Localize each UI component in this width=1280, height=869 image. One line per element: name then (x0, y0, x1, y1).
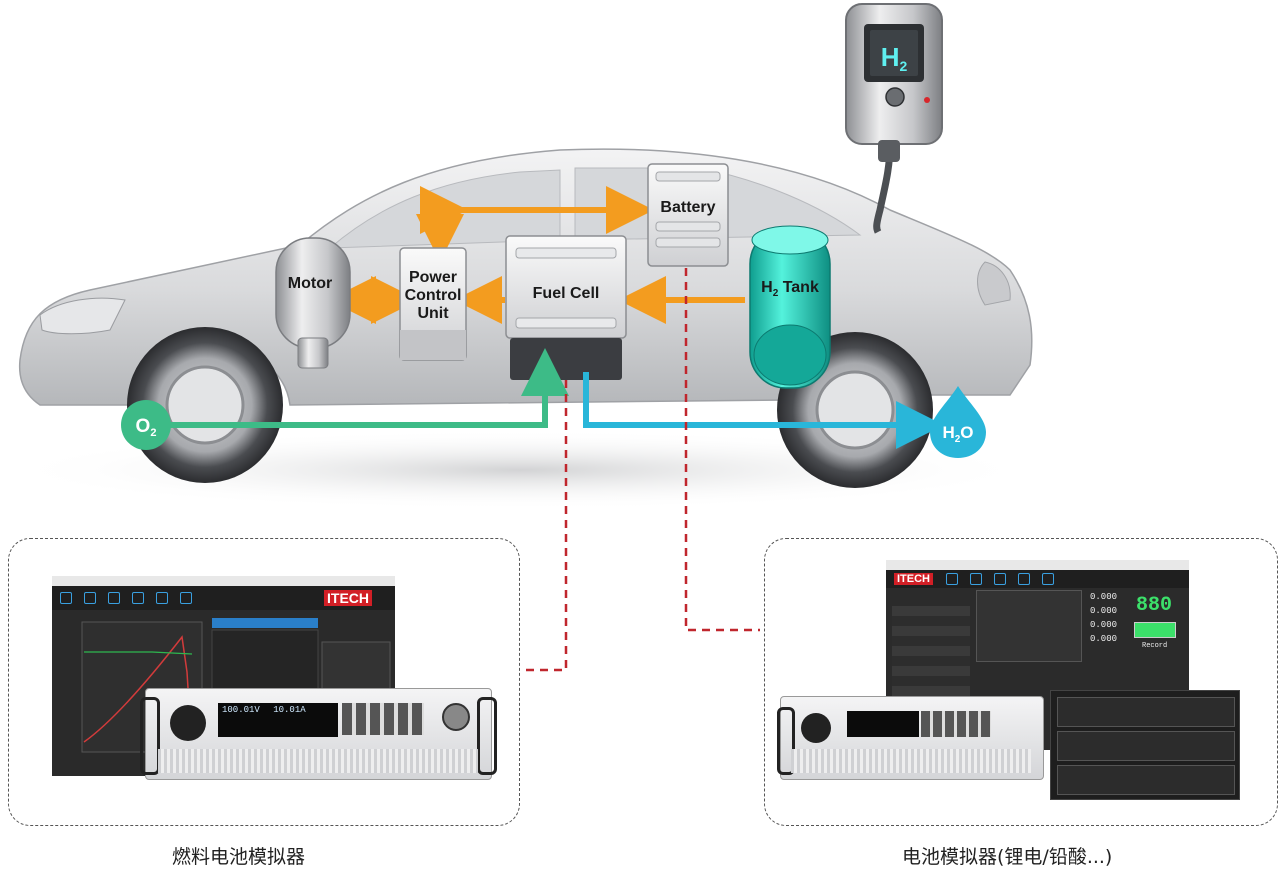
instrument-handle-left (140, 697, 160, 775)
battery-component (647, 163, 729, 267)
pcu-component (399, 247, 467, 361)
power-switch (170, 705, 206, 741)
instrument-display (847, 711, 919, 737)
h2o-label: H2O (942, 423, 973, 445)
measurement-panel: 0.000 0.000 0.000 0.000 880 Record (1086, 590, 1182, 680)
current-reading: 10.01A (273, 705, 306, 715)
instrument-keypad (342, 703, 424, 735)
readout-voltage: 0.000 (1090, 592, 1118, 602)
hydrogen-charger (845, 3, 943, 234)
fuel-cell-simulator-panel (8, 538, 520, 826)
instrument-handle-left (777, 707, 795, 775)
toolbar-icon (180, 592, 192, 604)
pcu-label-line2: Control (405, 287, 462, 304)
instrument-handle-right (477, 697, 497, 775)
toolbar-icon (946, 573, 958, 585)
motor-component (275, 237, 351, 369)
instrument-vent (791, 749, 1031, 773)
fuel-cell-label: Fuel Cell (533, 285, 600, 302)
toolbar-icon (108, 592, 120, 604)
rack-module (1057, 765, 1235, 795)
toolbar-icon (132, 592, 144, 604)
itech-logo: ITECH (894, 573, 934, 585)
readout-power: 0.000 (1090, 620, 1118, 630)
connector-battery-simulator (684, 268, 760, 632)
water-flow (583, 372, 986, 458)
pcu-label-line3: Unit (417, 305, 449, 322)
battery-simulator-panel (764, 538, 1278, 826)
itech-logo: ITECH (324, 590, 373, 606)
fuel-cell-simulator-caption: 燃料电池模拟器 (172, 846, 306, 868)
o2-label: O2 (136, 416, 157, 439)
instrument-display: 100.01V 10.01A (218, 703, 338, 737)
pcu-label-line1: Power (409, 269, 457, 286)
oxygen-flow (121, 348, 569, 450)
toolbar-icon (156, 592, 168, 604)
simulator-connectors (520, 268, 760, 672)
motor-label: Motor (288, 275, 332, 292)
voltage-reading: 100.01V (222, 705, 260, 715)
software-toolbar: ITECH (886, 570, 1189, 588)
battery-simulator-instrument (777, 696, 1044, 780)
battery-simulator-rack (1050, 690, 1240, 800)
toolbar-icon (60, 592, 72, 604)
h2-tank-label: H2 Tank (761, 279, 819, 299)
toolbar-icon (994, 573, 1006, 585)
window-titlebar (52, 576, 395, 586)
readout-current: 0.000 (1090, 606, 1118, 616)
instrument-keypad (921, 711, 991, 737)
ocv-soc-chart (976, 590, 1082, 662)
energy-flow-arrows (328, 186, 745, 324)
soc-segment-display: 880 (1136, 594, 1173, 617)
readout-capacity: 0.000 (1090, 634, 1118, 644)
toolbar-icon (1042, 573, 1054, 585)
record-label: Record (1142, 642, 1168, 650)
rack-module (1057, 731, 1235, 761)
rack-module (1057, 697, 1235, 727)
toolbar-icon (84, 592, 96, 604)
toolbar-icon (970, 573, 982, 585)
window-titlebar (886, 560, 1189, 570)
fuel-cell-component (505, 235, 627, 380)
instrument-vent (158, 749, 478, 773)
battery-simulator-caption: 电池模拟器(锂电/铅酸...) (902, 846, 1113, 868)
fuel-cell-simulator-instrument: 100.01V 10.01A (140, 688, 497, 780)
battery-gauge (1134, 622, 1176, 638)
h2-tank-component (749, 225, 831, 389)
instrument-knob (442, 703, 470, 731)
battery-label: Battery (660, 199, 715, 216)
toolbar-icon (1018, 573, 1030, 585)
power-switch (801, 713, 831, 743)
charger-display-text: H2 (881, 42, 908, 74)
